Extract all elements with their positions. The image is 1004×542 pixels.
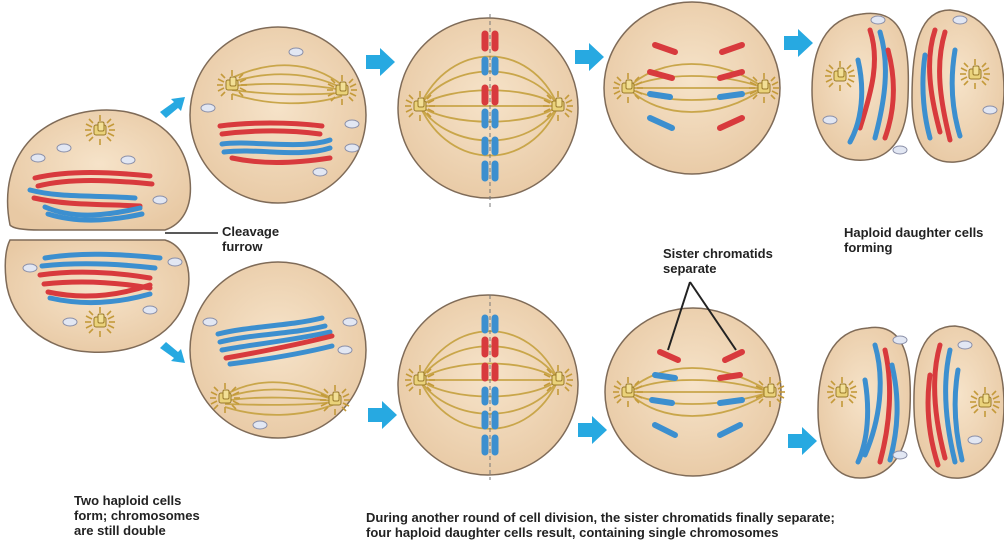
label-line: separate [663,261,773,276]
label-line: four haploid daughter cells result, cont… [366,525,835,540]
anaphase-ii-cell-top [604,2,780,174]
cleaving-cell-bottom [5,240,189,352]
label-line: are still double [74,523,200,538]
label-line: Cleavage [222,224,279,239]
label-line: forming [844,240,983,255]
anaphase-ii-cell-bottom [605,308,785,476]
telophase-ii-cells-top [812,10,1004,162]
metaphase-ii-cell-top [398,14,578,210]
label-another-round-division: During another round of cell division, t… [366,510,835,540]
arrow-icon [784,29,813,57]
arrow-icon [788,427,817,455]
prophase-ii-cell-bottom [190,262,366,438]
label-cleavage-furrow: Cleavage furrow [222,224,279,254]
centrosome-icon [85,115,115,145]
label-two-haploid-cells: Two haploid cells form; chromosomes are … [74,493,200,538]
arrow-icon [578,416,607,444]
label-line: form; chromosomes [74,508,200,523]
arrow-icon [160,97,185,118]
prophase-ii-cell-top [190,27,366,203]
centrosome-icon [85,307,115,337]
label-line: furrow [222,239,279,254]
label-line: Sister chromatids [663,246,773,261]
telophase-ii-cells-bottom [818,326,1004,478]
arrow-icon [160,342,185,363]
metaphase-ii-cell-bottom [398,295,578,480]
arrow-icon [368,401,397,429]
cleaving-cell-top [8,110,191,230]
label-sister-chromatids-separate: Sister chromatids separate [663,246,773,276]
label-line: Haploid daughter cells [844,225,983,240]
label-line: Two haploid cells [74,493,200,508]
label-line: During another round of cell division, t… [366,510,835,525]
label-haploid-daughter-cells-forming: Haploid daughter cells forming [844,225,983,255]
arrow-icon [575,43,604,71]
arrow-icon [366,48,395,76]
